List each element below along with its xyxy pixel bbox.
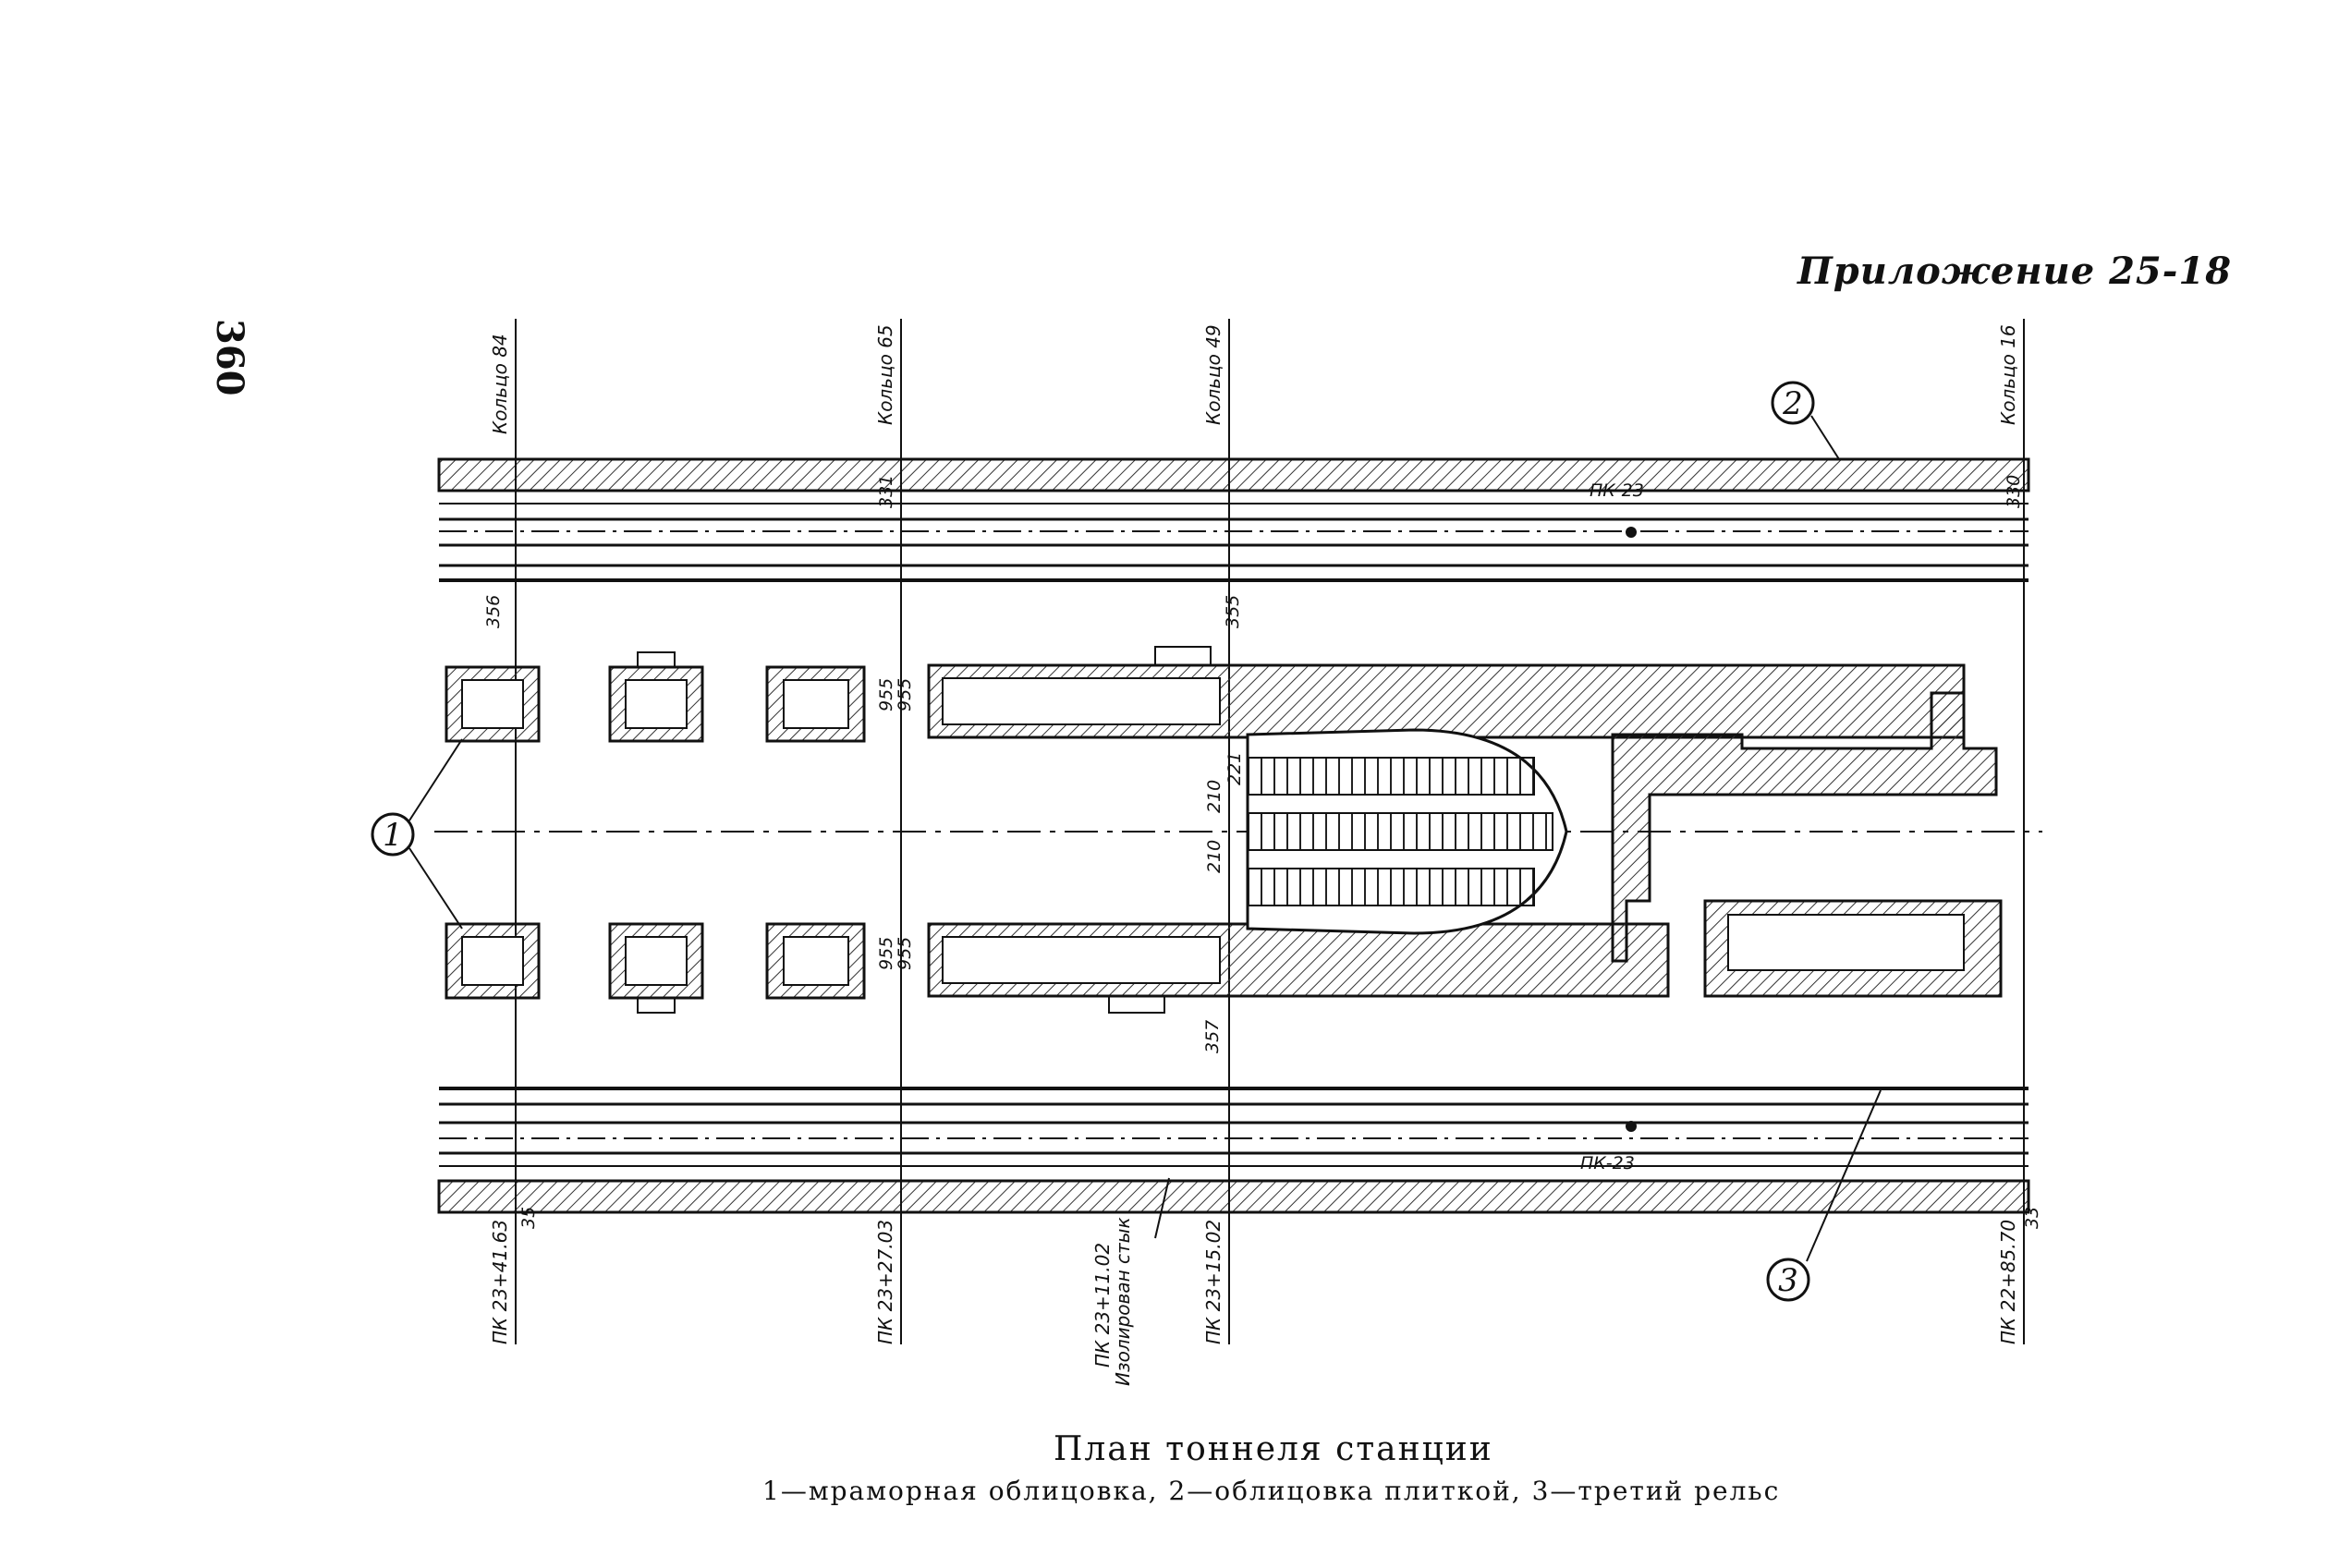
svg-text:3: 3 [1778,1262,1798,1299]
dimension-label: 955 [895,678,915,711]
column [608,651,704,743]
dimension-label: 210 [1204,840,1224,873]
marble-column [445,922,541,1000]
picket-label: ПК 23+27.03 [874,1220,896,1344]
svg-text:1: 1 [383,817,403,854]
track-label: ПК-23 [1580,1153,1635,1173]
platform-wall-bottom-right [1703,899,2003,998]
dimension-label: 355 [1223,595,1243,628]
dimension-label: 356 [483,595,504,628]
caption-legend: 1—мраморная облицовка, 2—облицовка плитк… [762,1476,1781,1506]
column [765,665,866,743]
svg-text:2: 2 [1782,385,1803,422]
appendix-label: Приложение 25-18 [1797,249,2233,293]
dimension-label: 955 [876,937,896,970]
callout-2: 2 [1771,381,1840,460]
column [608,922,704,1014]
ring-label: Кольцо 65 [874,324,896,425]
picket-label: ПК 23+15.02 [1202,1220,1224,1344]
dimension-label: 955 [876,678,896,711]
dimension-label: 33 [2022,1207,2042,1229]
picket-label: ПК 23+41.63 [489,1220,511,1344]
joint-label: ПК 23+11.02 [1091,1243,1114,1367]
callout-3: 3 [1766,1089,1882,1302]
dimension-label: 955 [895,937,915,970]
track-label: ПК-23 [1590,480,1644,501]
bottom-track [439,1087,2029,1155]
top-track [439,517,2029,582]
dimension-label: 221 [1224,752,1245,785]
dimension-label: 35 [518,1207,539,1229]
ring-label: Кольцо 84 [489,334,511,434]
ring-label: Кольцо 49 [1202,324,1224,425]
bottom-tunnel-wall [437,1165,2030,1214]
dimension-label: 357 [1202,1020,1223,1053]
marble-column [445,665,541,743]
top-tunnel-wall [437,457,2030,504]
platform-wall-top [927,646,1966,739]
escalator-hall [1246,728,1568,935]
passage-wall [1611,691,1998,963]
dimension-label: 331 [876,475,896,508]
dimension-label: 330 [2004,475,2024,508]
caption-title: План тоннеля станции [1054,1430,1493,1468]
ring-label: Кольцо 16 [1997,324,2019,425]
dimension-label: 210 [1204,780,1224,813]
section-lines [515,319,2025,1344]
platform-wall-bottom [927,922,1670,1014]
column [765,922,866,1000]
callout-1: 1 [371,738,463,930]
picket-label: ПК 22+85.70 [1997,1220,2019,1344]
joint-label: Изолирован стык [1112,1217,1134,1386]
